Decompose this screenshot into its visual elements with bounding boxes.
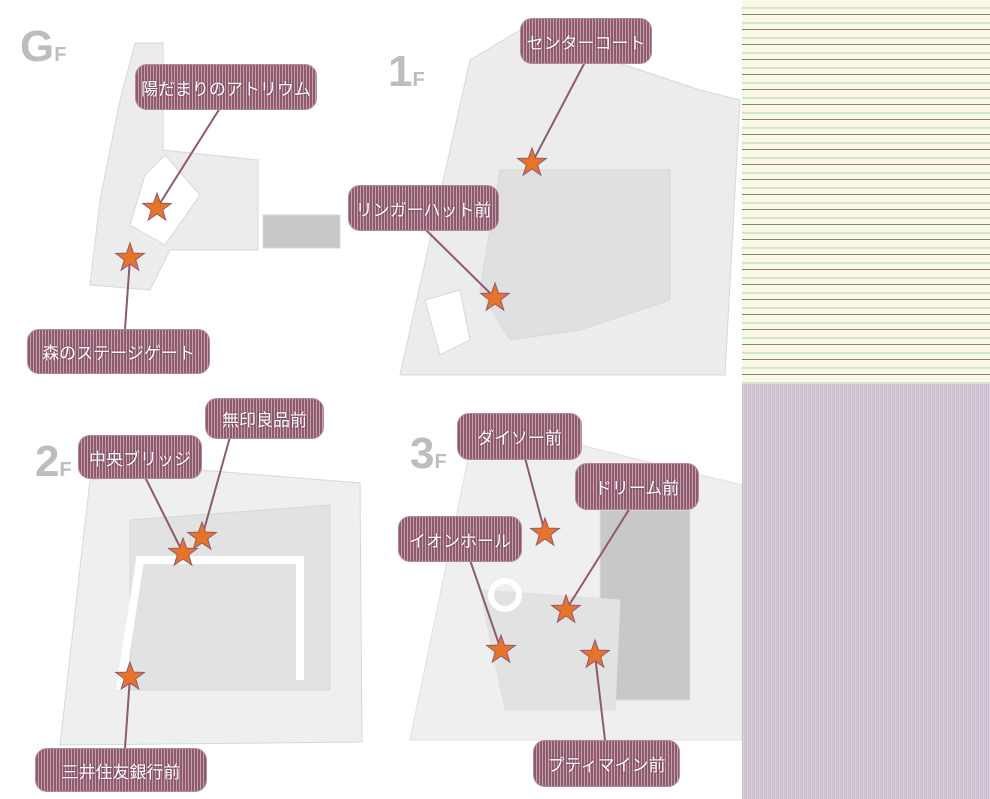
star-icon[interactable] <box>516 146 548 177</box>
spot-label[interactable]: ダイソー前 <box>457 413 582 460</box>
spot-label[interactable]: 森のステージゲート <box>27 329 210 374</box>
side-panel-lower <box>742 384 990 799</box>
spot-label[interactable]: センターコート <box>520 18 652 64</box>
star-icon[interactable] <box>186 520 218 551</box>
spot-label[interactable]: プティマイン前 <box>533 740 680 787</box>
star-icon[interactable] <box>141 191 173 222</box>
spot-label[interactable]: 無印良品前 <box>205 398 324 439</box>
spot-label[interactable]: イオンホール <box>398 516 522 562</box>
map-2f <box>59 469 363 746</box>
spot-label[interactable]: 中央ブリッジ <box>78 435 202 479</box>
spot-label[interactable]: 陽だまりのアトリウム <box>135 64 317 110</box>
star-icon[interactable] <box>479 281 511 312</box>
spot-label[interactable]: リンガーハット前 <box>348 185 499 231</box>
map-gf <box>89 42 341 291</box>
side-panel <box>742 0 990 384</box>
star-icon[interactable] <box>550 593 582 624</box>
star-icon[interactable] <box>114 660 146 691</box>
leader-lines <box>124 61 631 749</box>
spot-label[interactable]: ドリーム前 <box>575 463 699 510</box>
star-icon[interactable] <box>579 638 611 669</box>
spot-label[interactable]: 三井住友銀行前 <box>35 748 207 792</box>
floor-maps <box>59 29 742 749</box>
floor-label-gf: GF <box>20 22 67 71</box>
star-icon[interactable] <box>485 633 517 664</box>
floor-label-2f: 2F <box>35 437 72 486</box>
floor-label-1f: 1F <box>388 47 425 96</box>
star-icon[interactable] <box>529 516 561 547</box>
star-icon[interactable] <box>114 241 146 272</box>
star-icon[interactable] <box>167 536 199 567</box>
floor-label-3f: 3F <box>410 429 447 478</box>
